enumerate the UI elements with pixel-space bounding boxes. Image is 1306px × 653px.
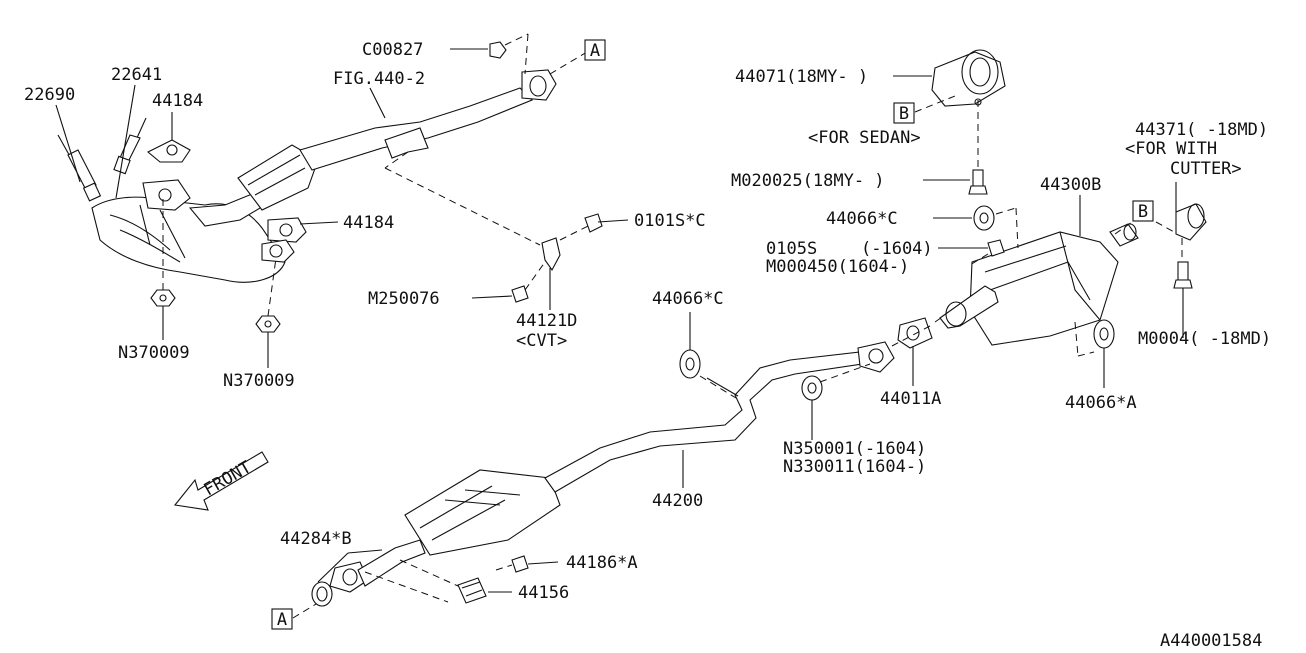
- label-44066c-top: 44066*C: [826, 209, 898, 229]
- oxygen-sensor-22641: [113, 117, 147, 175]
- bolt-0101s: [584, 213, 603, 233]
- catalog-code: A440001584: [1160, 631, 1262, 651]
- hanger-44066c-mid: [679, 349, 701, 379]
- label-for-with: <FOR WITH: [1125, 139, 1217, 159]
- bolt-c00827: [489, 41, 507, 59]
- nut-n370009-right: [255, 315, 281, 333]
- label-n330011: N330011(1604-): [783, 457, 926, 477]
- label-44066a: 44066*A: [1065, 393, 1137, 413]
- spring-44156: [457, 577, 487, 604]
- label-cutter: CUTTER>: [1170, 159, 1242, 179]
- label-44121d: 44121D: [516, 311, 577, 331]
- gasket-44011a: [897, 317, 933, 349]
- ref-box-b-top-label: B: [899, 104, 909, 124]
- label-44284b: 44284*B: [280, 529, 352, 549]
- gasket-44284b: [311, 581, 333, 607]
- label-44066c-mid: 44066*C: [652, 289, 724, 309]
- label-m0004: M0004( -18MD): [1138, 329, 1271, 349]
- bolt-0105s: [987, 239, 1005, 257]
- exhaust-cutter-44371: [1175, 203, 1207, 241]
- bolt-m250076: [511, 285, 529, 303]
- label-44156: 44156: [518, 583, 569, 603]
- bolt-44186a: [511, 555, 529, 573]
- center-exhaust-pipe-44200: [329, 341, 895, 593]
- ref-box-a-top-label: A: [590, 41, 600, 61]
- nut-n350001: [801, 375, 823, 401]
- ref-box-a-bottom: [271, 608, 293, 630]
- ref-box-a-top: [584, 39, 606, 61]
- label-44184-mid: 44184: [343, 213, 394, 233]
- hanger-44066a: [1093, 319, 1115, 349]
- exhaust-manifold-drawing: [91, 69, 557, 283]
- label-44184-top: 44184: [152, 91, 203, 111]
- label-0101s-c: 0101S*C: [634, 211, 706, 231]
- bolt-m0004: [1177, 261, 1189, 281]
- label-44300b: 44300B: [1040, 175, 1101, 195]
- label-44371: 44371( -18MD): [1135, 120, 1268, 140]
- muffler-44300b: [939, 223, 1139, 346]
- front-direction-arrow: [173, 451, 269, 511]
- ref-box-b-right-label: B: [1138, 202, 1148, 222]
- ref-box-a-bottom-label: A: [277, 610, 287, 630]
- label-n370009-b: N370009: [223, 371, 295, 391]
- oxygen-sensor-22690: [57, 134, 102, 202]
- label-22690: 22690: [24, 85, 75, 105]
- label-cvt: <CVT>: [516, 331, 567, 351]
- label-c00827: C00827: [362, 40, 423, 60]
- label-0105s-range: (-1604): [861, 239, 933, 259]
- label-for-sedan: <FOR SEDAN>: [808, 128, 921, 148]
- label-m020025: M020025(18MY- ): [731, 171, 885, 191]
- label-44200: 44200: [652, 491, 703, 511]
- screw-m020025: [972, 169, 984, 187]
- hanger-44066c-top: [973, 205, 995, 231]
- label-fig-440-2: FIG.440-2: [333, 69, 425, 89]
- label-44011a: 44011A: [880, 389, 941, 409]
- ref-box-b-right: [1132, 200, 1154, 222]
- bracket-44121d: [541, 237, 561, 272]
- label-n350001: N350001(-1604): [783, 439, 926, 459]
- tail-pipe-finisher-44071: [931, 49, 1006, 107]
- label-44186a: 44186*A: [566, 553, 638, 573]
- label-m250076: M250076: [368, 289, 440, 309]
- label-44071: 44071(18MY- ): [735, 67, 868, 87]
- nut-n370009-left: [150, 289, 176, 307]
- label-front: FRONT: [201, 457, 255, 500]
- label-0105s: 0105S: [766, 239, 817, 259]
- label-22641: 22641: [111, 65, 162, 85]
- label-n370009-a: N370009: [118, 343, 190, 363]
- label-m000450: M000450(1604-): [766, 257, 909, 277]
- ref-box-b-top: [893, 102, 915, 124]
